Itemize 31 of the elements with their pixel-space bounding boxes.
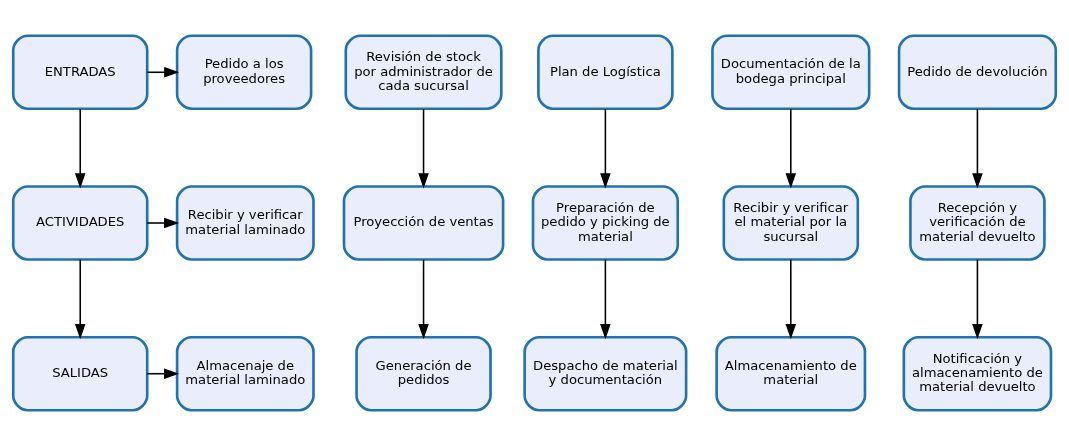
arrow xyxy=(74,258,86,340)
arrow xyxy=(418,108,429,189)
node-box: SALIDAS xyxy=(11,335,149,412)
node-box: Despacho de material y documentación xyxy=(523,335,688,412)
node-box: Revisión de stock por administrador de cada sucursal xyxy=(344,34,503,111)
node-box: Recepción y verificación de material devuelto xyxy=(909,185,1046,261)
arrow xyxy=(146,67,180,78)
arrow xyxy=(600,108,611,189)
node-box: Almacenaje de material laminado xyxy=(175,335,315,412)
node-box: Recibir y verificar material laminado xyxy=(175,185,315,261)
node-box: Pedido a los proveedores xyxy=(175,34,313,111)
node-box: Almacenamiento de material xyxy=(715,335,867,412)
arrow xyxy=(785,258,797,340)
node-box: Documentación de la bodega principal xyxy=(711,34,871,111)
arrow xyxy=(972,108,983,189)
node-box: ACTIVIDADES xyxy=(11,185,149,261)
node-box: Proyección de ventas xyxy=(342,185,505,261)
arrow xyxy=(146,368,180,379)
arrow xyxy=(600,258,611,340)
node-box: Plan de Logística xyxy=(537,34,674,111)
arrow xyxy=(972,258,983,340)
node-box: Notificación y almacenamiento de material devuelto xyxy=(902,335,1053,412)
node-box: Recibir y verificar el material por la sucursal xyxy=(722,185,860,261)
arrow xyxy=(74,108,86,189)
node-box: ENTRADAS xyxy=(11,34,149,111)
arrow xyxy=(418,258,429,340)
node-box: Pedido de devolución xyxy=(897,34,1058,111)
node-box: Preparación de pedido y picking de material xyxy=(531,185,680,261)
arrow xyxy=(785,108,797,189)
arrow xyxy=(146,217,180,229)
node-box: Generación de pedidos xyxy=(355,335,492,412)
